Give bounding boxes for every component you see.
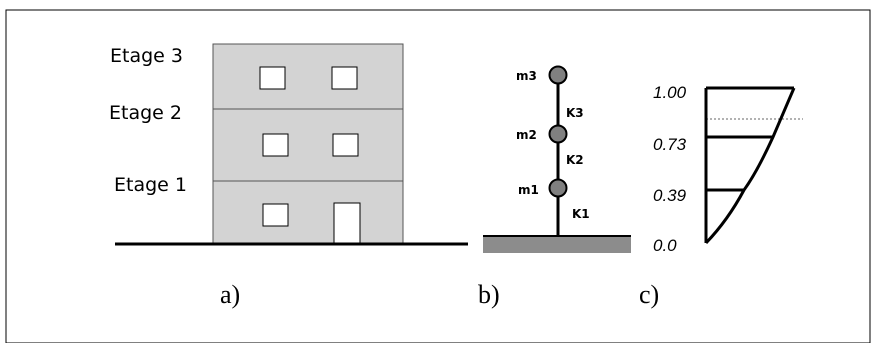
level-label-0-39: 0.39	[653, 186, 687, 205]
window	[332, 133, 359, 157]
stiffness-label-k1: K1	[572, 207, 590, 221]
caption-a: a)	[220, 280, 240, 309]
mass-m1	[548, 178, 568, 198]
distribution-curve	[704, 87, 796, 245]
panel-c: 1.00 0.73 0.39 0.0 c)	[639, 83, 803, 309]
level-label-0-73: 0.73	[653, 135, 687, 154]
stiffness-label-k3: K3	[566, 106, 584, 120]
window	[331, 66, 358, 90]
ground-block	[483, 236, 631, 253]
caption-b: b)	[478, 280, 500, 309]
caption-c: c)	[639, 280, 659, 309]
building-body	[212, 43, 404, 245]
floor-label-2: Etage 2	[109, 102, 182, 124]
floor-label-1: Etage 1	[114, 174, 187, 196]
figure-frame	[5, 9, 871, 343]
mass-label-m1: m1	[518, 183, 539, 197]
window	[262, 203, 289, 227]
panel-b: m3 m2 m1 K3 K2 K1 b)	[478, 65, 631, 309]
floor-label-3: Etage 3	[110, 45, 183, 67]
panel-a: Etage 3 Etage 2 Etage 1 a)	[109, 43, 468, 309]
level-label-0-0: 0.0	[653, 236, 677, 255]
door	[333, 202, 361, 245]
mass-label-m2: m2	[516, 128, 537, 142]
stiffness-label-k2: K2	[566, 153, 584, 167]
mass-label-m3: m3	[516, 69, 537, 83]
mass-m3	[548, 65, 568, 85]
window	[259, 66, 286, 90]
window	[262, 133, 289, 157]
mass-m2	[548, 124, 568, 144]
level-label-1-00: 1.00	[653, 83, 687, 102]
